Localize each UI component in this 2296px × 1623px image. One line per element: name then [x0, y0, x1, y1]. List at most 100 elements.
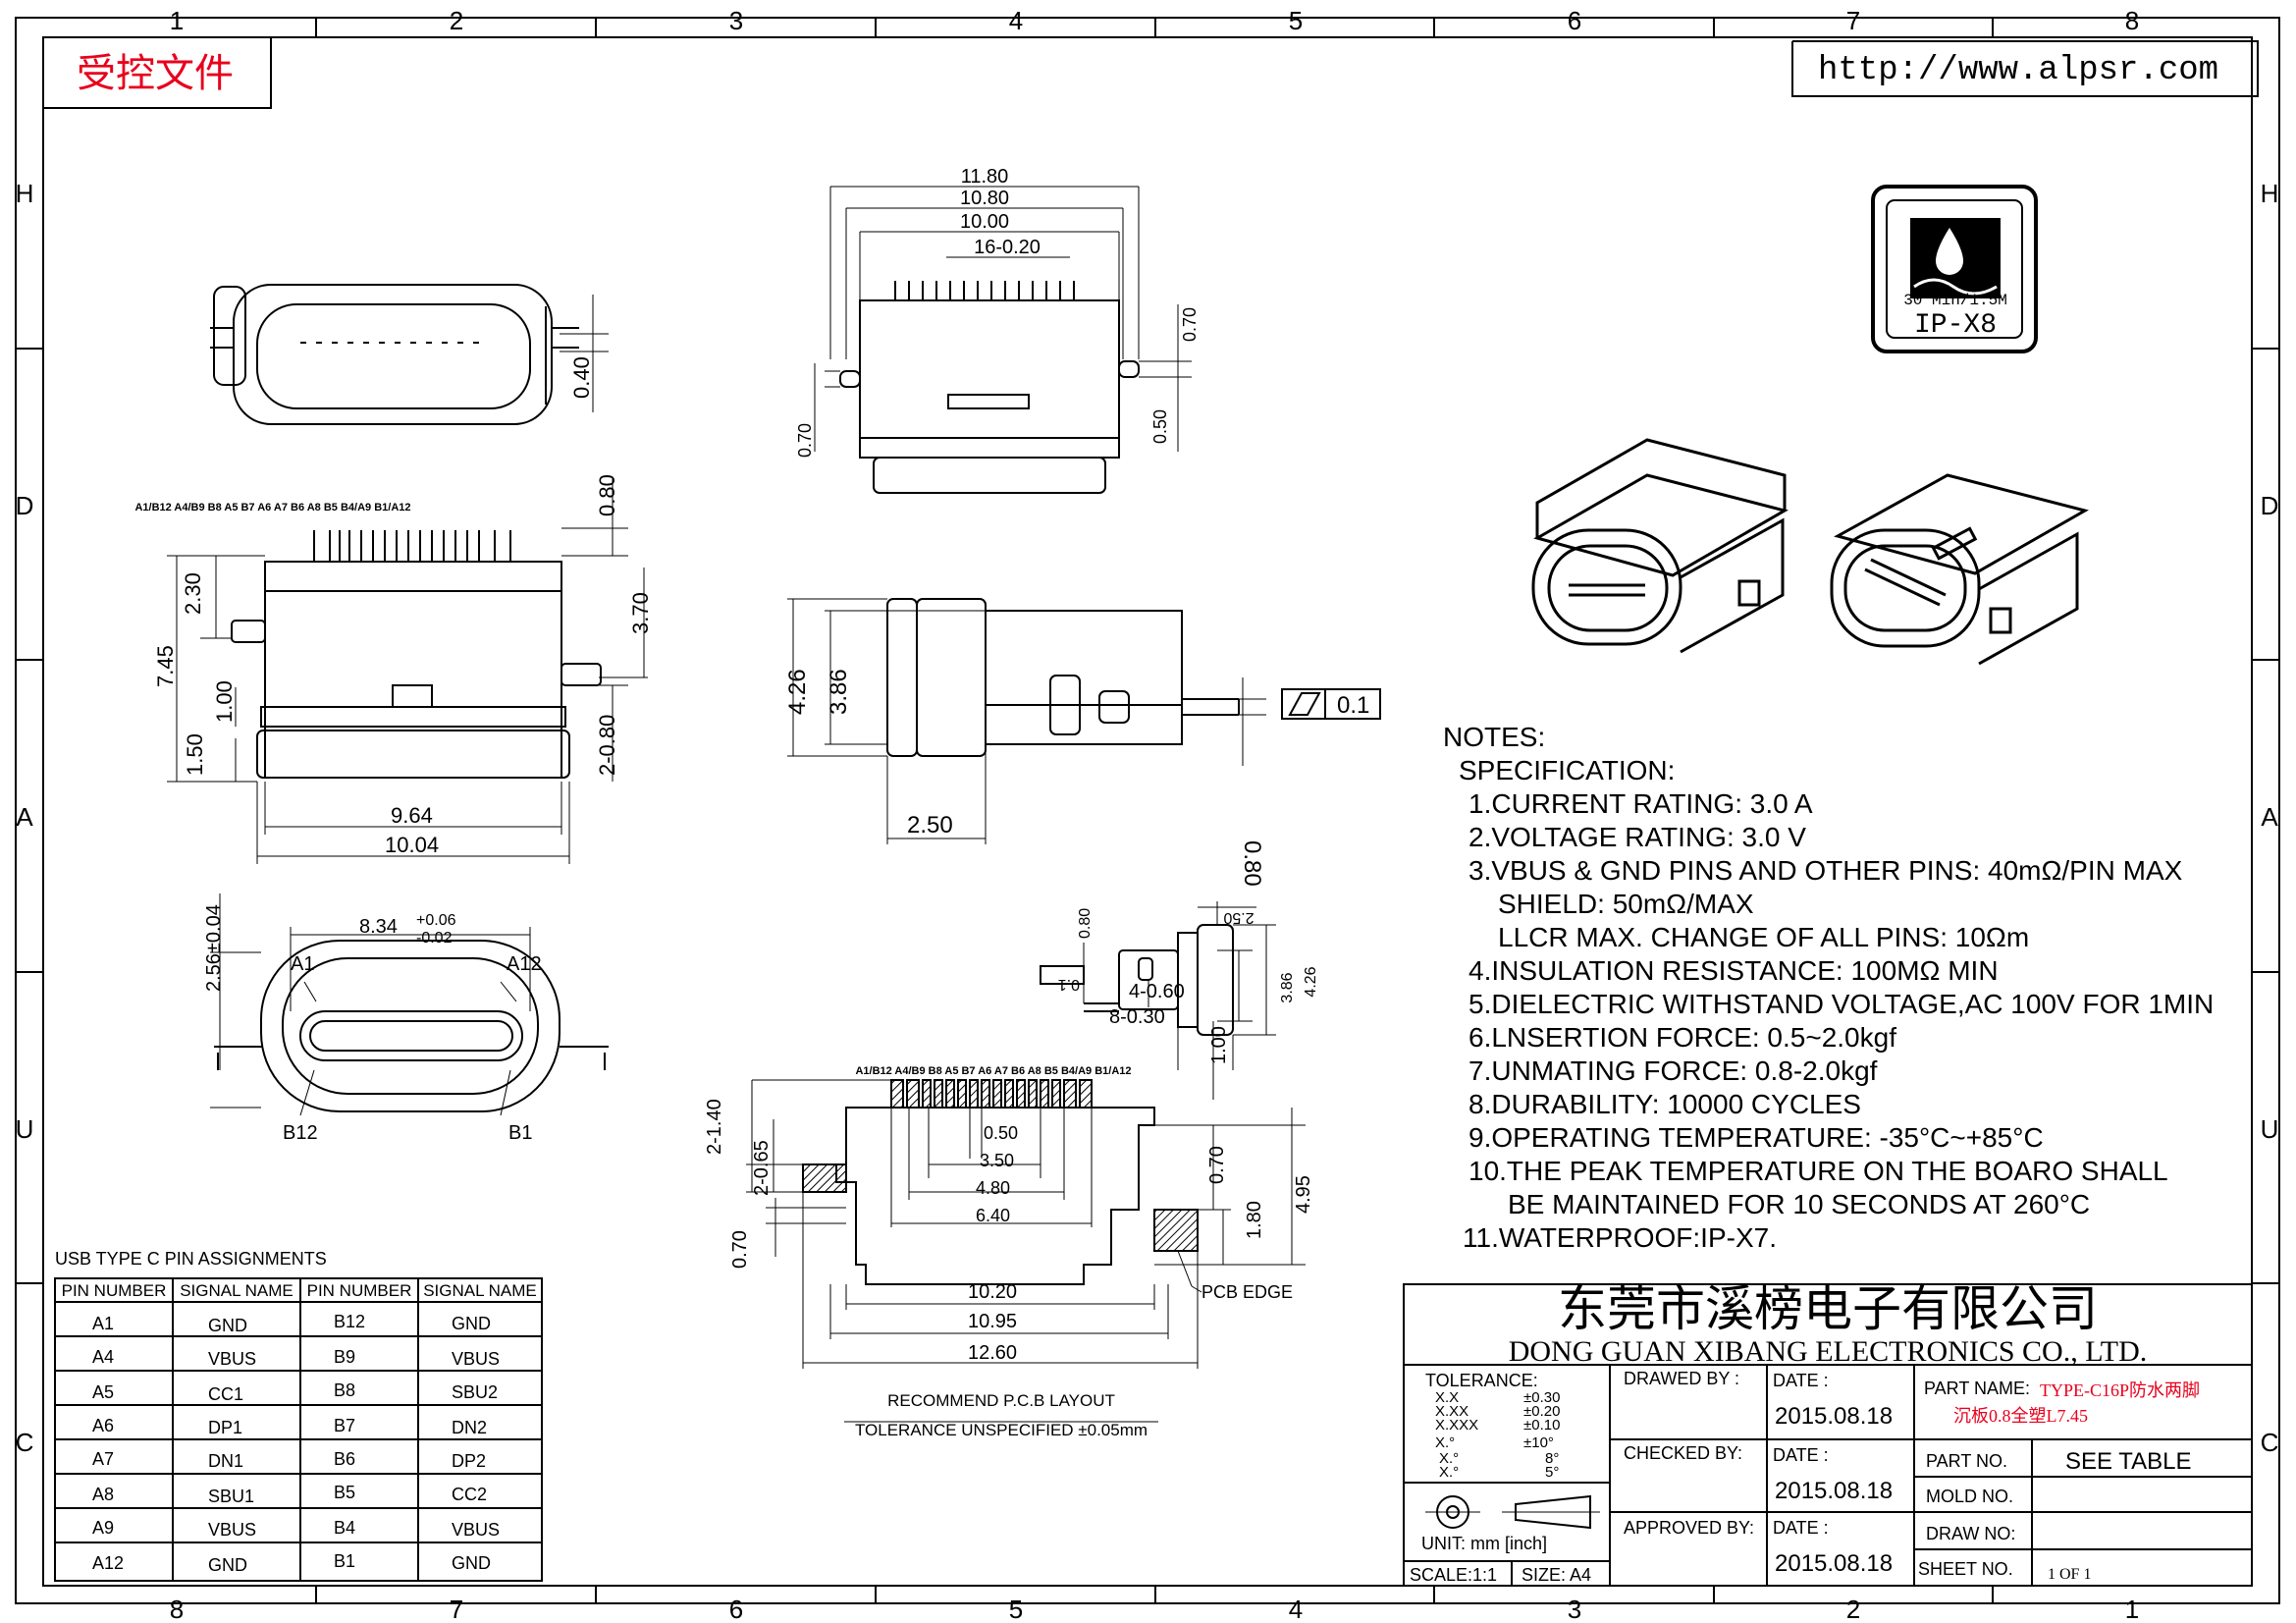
- col-label-bottom: 5: [1009, 1595, 1023, 1623]
- notes-line: 8.DURABILITY: 10000 CYCLES: [1468, 1089, 1861, 1119]
- notes-line: 1.CURRENT RATING: 3.0 A: [1468, 788, 1813, 819]
- notes-line: SHIELD: 50mΩ/MAX: [1498, 889, 1754, 919]
- pin-table-header: PIN NUMBER: [62, 1281, 167, 1300]
- dim-0.50-pcb: 0.50: [984, 1123, 1018, 1143]
- svg-text:B1: B1: [334, 1551, 355, 1571]
- svg-text:B8: B8: [334, 1380, 355, 1400]
- pin-header-pcb: A1/B12 A4/B9 B8 A5 B7 A6 A7 B6 A8 B5 B4/…: [855, 1065, 1131, 1077]
- pin-table-title: USB TYPE C PIN ASSIGNMENTS: [55, 1249, 327, 1269]
- svg-text:±10°: ±10°: [1523, 1434, 1554, 1451]
- svg-text:GND: GND: [208, 1555, 247, 1575]
- notes-line: 3.VBUS & GND PINS AND OTHER PINS: 40mΩ/P…: [1468, 855, 2183, 886]
- row-label-left: U: [16, 1114, 34, 1144]
- part-name-line-2: 沉板0.8全塑L7.45: [1953, 1406, 2088, 1426]
- dim-3.86-pcb: 3.86: [1279, 972, 1296, 1002]
- dim-0.50: 0.50: [1150, 409, 1170, 444]
- pcb-layout-view: [746, 901, 1306, 1423]
- svg-text:A4: A4: [92, 1347, 114, 1367]
- col-label-bottom: 2: [1846, 1595, 1860, 1623]
- svg-text:A5: A5: [92, 1382, 114, 1402]
- dim-0.40: 0.40: [569, 356, 594, 399]
- svg-text:X.°: X.°: [1439, 1464, 1459, 1481]
- dim-2.30: 2.30: [181, 572, 205, 615]
- projection-symbol-icon: [1425, 1494, 1600, 1530]
- isometric-views: [1531, 438, 2089, 666]
- svg-text:B5: B5: [334, 1483, 355, 1502]
- svg-text:A8: A8: [92, 1485, 114, 1504]
- label-A12: A12: [507, 953, 542, 975]
- date-label: DATE :: [1773, 1445, 1829, 1465]
- dim-1.80: 1.80: [1244, 1201, 1265, 1239]
- svg-text:±0.10: ±0.10: [1523, 1417, 1560, 1434]
- tolerance-block: TOLERANCE: X.X X.XX X.XXX X.° X.° X.° ±0…: [1410, 1371, 1600, 1585]
- dim-12.60: 12.60: [968, 1342, 1017, 1364]
- svg-text:A6: A6: [92, 1416, 114, 1435]
- dim-2.56: 2.56±0.04: [203, 904, 225, 992]
- part-name-label: PART NAME:: [1924, 1379, 2030, 1398]
- svg-text:X.XXX: X.XXX: [1435, 1417, 1478, 1434]
- controlled-document-stamp: 受控文件: [77, 51, 234, 95]
- dim-6.40: 6.40: [976, 1206, 1010, 1225]
- drawn-by-label: DRAWED BY :: [1624, 1369, 1739, 1388]
- inner-frame: [42, 36, 2253, 1587]
- col-label-top: 6: [1568, 6, 1581, 35]
- dim-3.50: 3.50: [980, 1151, 1014, 1170]
- pin-table-header: PIN NUMBER: [307, 1281, 412, 1300]
- dim-0.70-top: 0.70: [1180, 307, 1200, 342]
- dim-3.70: 3.70: [628, 592, 653, 634]
- notes-line: 7.UNMATING FORCE: 0.8-2.0kgf: [1468, 1055, 1878, 1086]
- svg-text:A9: A9: [92, 1518, 114, 1538]
- dim-2-1.40: 2-1.40: [704, 1099, 725, 1155]
- dim-7.45: 7.45: [153, 645, 178, 687]
- drawn-date: 2015.08.18: [1775, 1403, 1893, 1430]
- dim-0.80-profile: 0.80: [1239, 840, 1265, 887]
- dim-0.80-pcb: 0.80: [1077, 908, 1094, 939]
- dim-1.00: 1.00: [212, 680, 237, 723]
- col-label-top: 7: [1846, 6, 1860, 35]
- svg-text:GND: GND: [452, 1553, 491, 1573]
- dim-8.34: 8.34: [359, 916, 398, 938]
- water-drop-icon: [1936, 228, 1963, 275]
- ip-badge-duration: 30 Min/1.5M: [1903, 292, 2007, 309]
- svg-text:DN2: DN2: [452, 1418, 487, 1437]
- svg-text:X.X: X.X: [1435, 1389, 1459, 1406]
- pin-table-header: SIGNAL NAME: [180, 1281, 294, 1300]
- company-name-en: DONG GUAN XIBANG ELECTRONICS CO., LTD.: [1509, 1335, 2148, 1368]
- svg-text:X.°: X.°: [1439, 1450, 1459, 1467]
- col-label-top: 3: [729, 6, 743, 35]
- notes-line: SPECIFICATION:: [1459, 755, 1675, 785]
- svg-text:SBU2: SBU2: [452, 1382, 498, 1402]
- side-view: [167, 477, 648, 864]
- col-label-bottom: 7: [450, 1595, 463, 1623]
- pcb-caption: RECOMMEND P.C.B LAYOUT: [887, 1391, 1115, 1410]
- dim-0.70-pcb-a: 0.70: [1206, 1146, 1228, 1184]
- svg-text:±0.20: ±0.20: [1523, 1403, 1560, 1420]
- row-label-right: D: [2261, 491, 2279, 520]
- profile-view: [787, 598, 1381, 844]
- dim-1.00-pcb: 1.00: [1208, 1026, 1230, 1064]
- pcb-edge-label: PCB EDGE: [1201, 1282, 1293, 1302]
- svg-text:DP1: DP1: [208, 1418, 242, 1437]
- dim-4-0.60: 4-0.60: [1129, 981, 1185, 1002]
- dim-0.80: 0.80: [595, 474, 619, 516]
- dim-10.95: 10.95: [968, 1311, 1017, 1332]
- svg-text:B6: B6: [334, 1449, 355, 1469]
- dim-0.70-pcb-b: 0.70: [729, 1230, 751, 1269]
- dim-2-0.65: 2-0.65: [751, 1140, 773, 1196]
- col-label-bottom: 1: [2125, 1595, 2139, 1623]
- pin-table-header: SIGNAL NAME: [423, 1281, 537, 1300]
- row-label-right: C: [2261, 1428, 2279, 1457]
- dim-8-0.30: 8-0.30: [1109, 1006, 1165, 1028]
- tolerance-label: TOLERANCE:: [1425, 1371, 1538, 1390]
- water-wave-icon: [1913, 278, 1998, 296]
- col-label-top: 1: [170, 6, 184, 35]
- svg-text:X.°: X.°: [1435, 1434, 1455, 1451]
- tol-upper: +0.06: [416, 912, 456, 929]
- tol-lower: -0.02: [416, 930, 453, 947]
